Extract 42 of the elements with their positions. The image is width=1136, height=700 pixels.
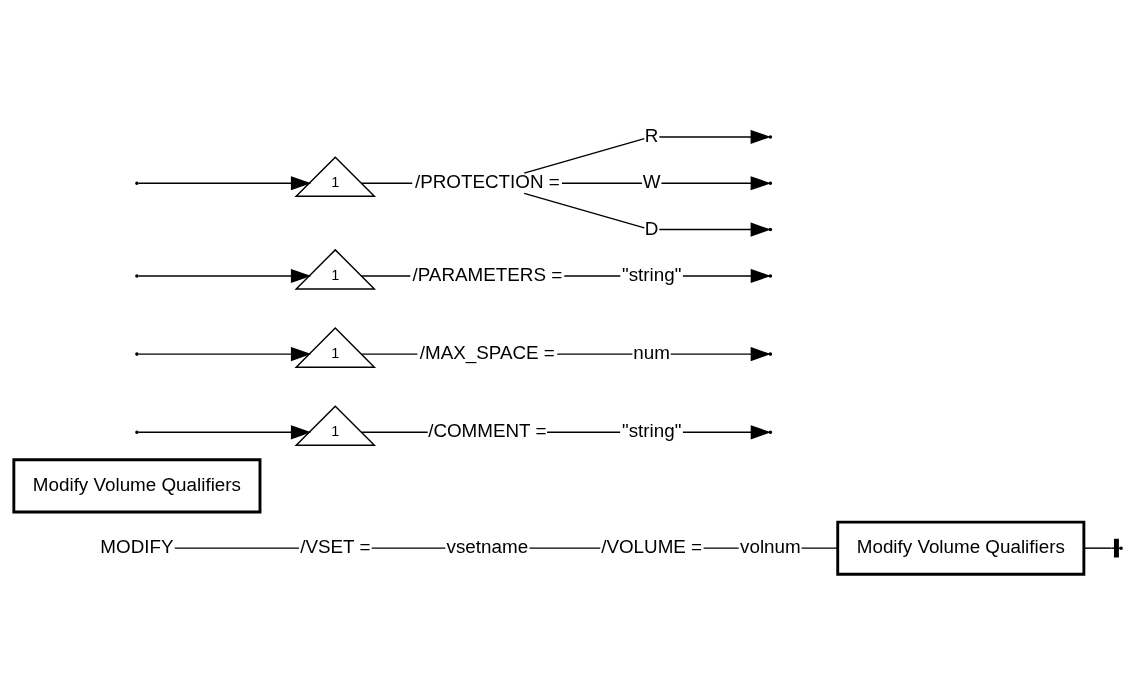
connector (360, 274, 412, 277)
arrow (660, 175, 771, 190)
connector (523, 192, 646, 229)
node-text: /VOLUME = (601, 535, 703, 557)
arrow (137, 424, 312, 439)
node-text: /COMMENT = (428, 419, 547, 441)
node-text: D (644, 217, 659, 239)
node-text: volnum (740, 535, 801, 557)
node-text: /VSET = (300, 535, 371, 557)
node-text: /MAX_SPACE = (419, 341, 555, 363)
connector (523, 137, 646, 174)
arrow (669, 346, 771, 361)
node-box: Modify Volume Qualifiers (836, 520, 1086, 576)
arrow (682, 424, 771, 439)
node-text: MODIFY (100, 535, 174, 557)
node-text: /PROTECTION = (414, 170, 560, 192)
node-text: R (644, 124, 659, 146)
connector (800, 546, 839, 549)
connector (370, 546, 447, 549)
connector (702, 546, 740, 549)
node-text: vsetname (446, 535, 529, 557)
connector (561, 182, 643, 184)
arrow (137, 175, 312, 190)
connector (556, 352, 634, 355)
node-text: "string" (621, 263, 682, 285)
connector (528, 546, 601, 549)
arrow (658, 129, 771, 144)
arrow (137, 268, 312, 283)
connector (173, 546, 300, 549)
node-text: "string" (621, 419, 682, 441)
connector (1083, 546, 1121, 549)
node-text: W (642, 170, 661, 192)
connector (360, 431, 429, 433)
arrow (137, 346, 312, 361)
connector (546, 431, 621, 433)
node-text: num (633, 341, 670, 363)
arrow (682, 268, 771, 283)
node-text: /PARAMETERS = (412, 263, 563, 285)
node-box: Modify Volume Qualifiers (12, 457, 262, 513)
connector (563, 274, 622, 277)
connector (360, 182, 413, 184)
connector (360, 352, 419, 355)
